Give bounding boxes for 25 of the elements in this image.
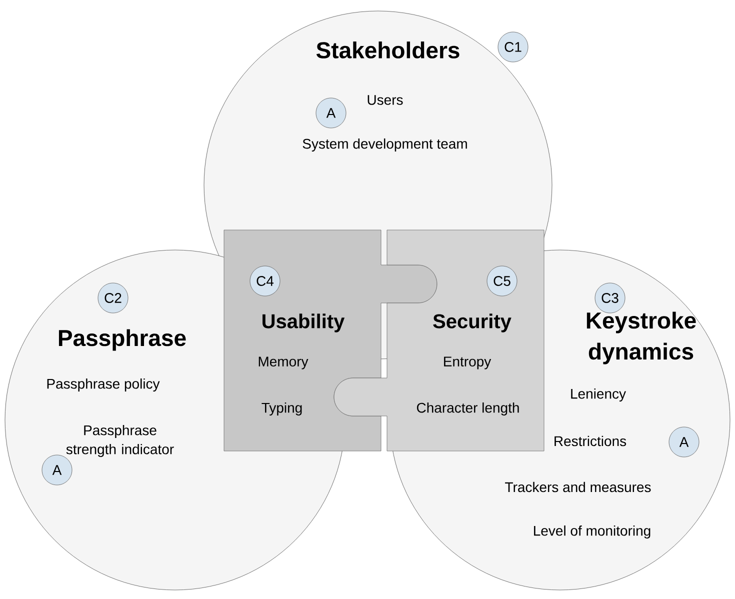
heading: Security: [433, 314, 512, 332]
heading: Stakeholders: [316, 42, 460, 58]
item-text: Passphrase policy: [47, 378, 160, 392]
item-text: Typing: [262, 402, 302, 416]
item-text: Leniency: [571, 388, 626, 402]
item-text: Restrictions: [554, 436, 626, 446]
heading: Passphrase: [58, 329, 186, 351]
circle-badge: A: [42, 454, 72, 486]
circle-badge: C2: [98, 282, 128, 314]
circle-badge: C3: [594, 282, 626, 314]
item-text: Users: [368, 95, 403, 105]
item-text: Character length: [416, 402, 519, 416]
circle-badge: C4: [250, 266, 280, 296]
heading: Keystroke dynamics: [586, 312, 696, 364]
circle-badge: A: [316, 98, 346, 128]
circle-badge: A: [668, 426, 700, 458]
item-text: Level of monitoring: [534, 525, 650, 539]
item-text: Entropy: [444, 356, 492, 370]
circle-badge: C5: [486, 266, 518, 296]
item-text: Memory: [258, 356, 308, 370]
item-text: Passphrase strength indicator: [66, 424, 174, 458]
heading: Usability: [262, 314, 345, 332]
item-text: Trackers and measures: [505, 482, 651, 492]
circle-badge: C1: [498, 32, 528, 62]
item-text: System development team: [302, 138, 467, 152]
